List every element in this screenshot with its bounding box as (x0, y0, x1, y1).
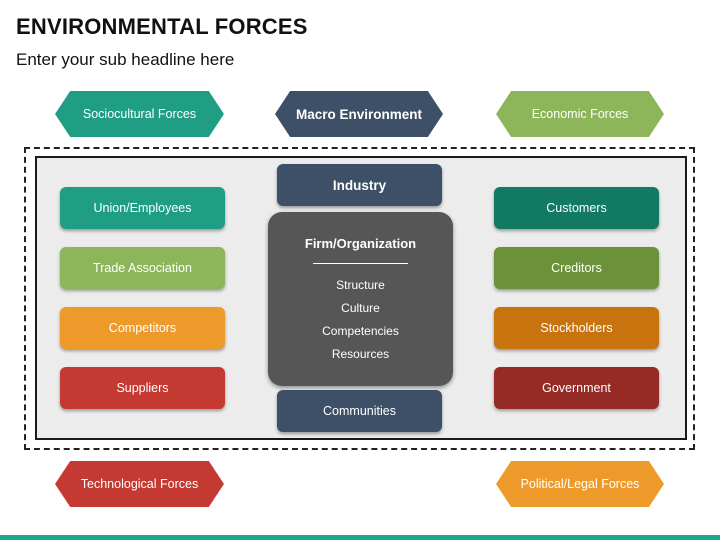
trade-association-box: Trade Association (60, 247, 225, 289)
page-title: ENVIRONMENTAL FORCES (16, 14, 308, 39)
bottom-accent-bar (0, 535, 720, 540)
firm-item-competencies: Competencies (322, 324, 399, 338)
page-subtitle: Enter your sub headline here (16, 50, 235, 69)
firm-item-culture: Culture (341, 301, 380, 315)
macro-environment-boundary (24, 147, 695, 450)
firm-divider (313, 263, 408, 264)
firm-item-structure: Structure (336, 278, 385, 292)
firm-item-resources: Resources (331, 347, 390, 361)
creditors-box: Creditors (494, 247, 659, 289)
political-legal-forces-badge: Political/Legal Forces (496, 461, 664, 507)
firm-organization-box: Firm/Organization Structure Culture Comp… (268, 212, 453, 386)
technological-forces-badge: Technological Forces (55, 461, 224, 507)
suppliers-box: Suppliers (60, 367, 225, 409)
stockholders-box: Stockholders (494, 307, 659, 349)
government-box: Government (494, 367, 659, 409)
sociocultural-forces-badge: Sociocultural Forces (55, 91, 224, 137)
customers-box: Customers (494, 187, 659, 229)
economic-forces-badge: Economic Forces (496, 91, 664, 137)
firm-title: Firm/Organization (304, 236, 417, 251)
macro-environment-badge: Macro Environment (275, 91, 443, 137)
communities-box: Communities (277, 390, 442, 432)
competitors-box: Competitors (60, 307, 225, 349)
union-employees-box: Union/Employees (60, 187, 225, 229)
industry-box: Industry (277, 164, 442, 206)
